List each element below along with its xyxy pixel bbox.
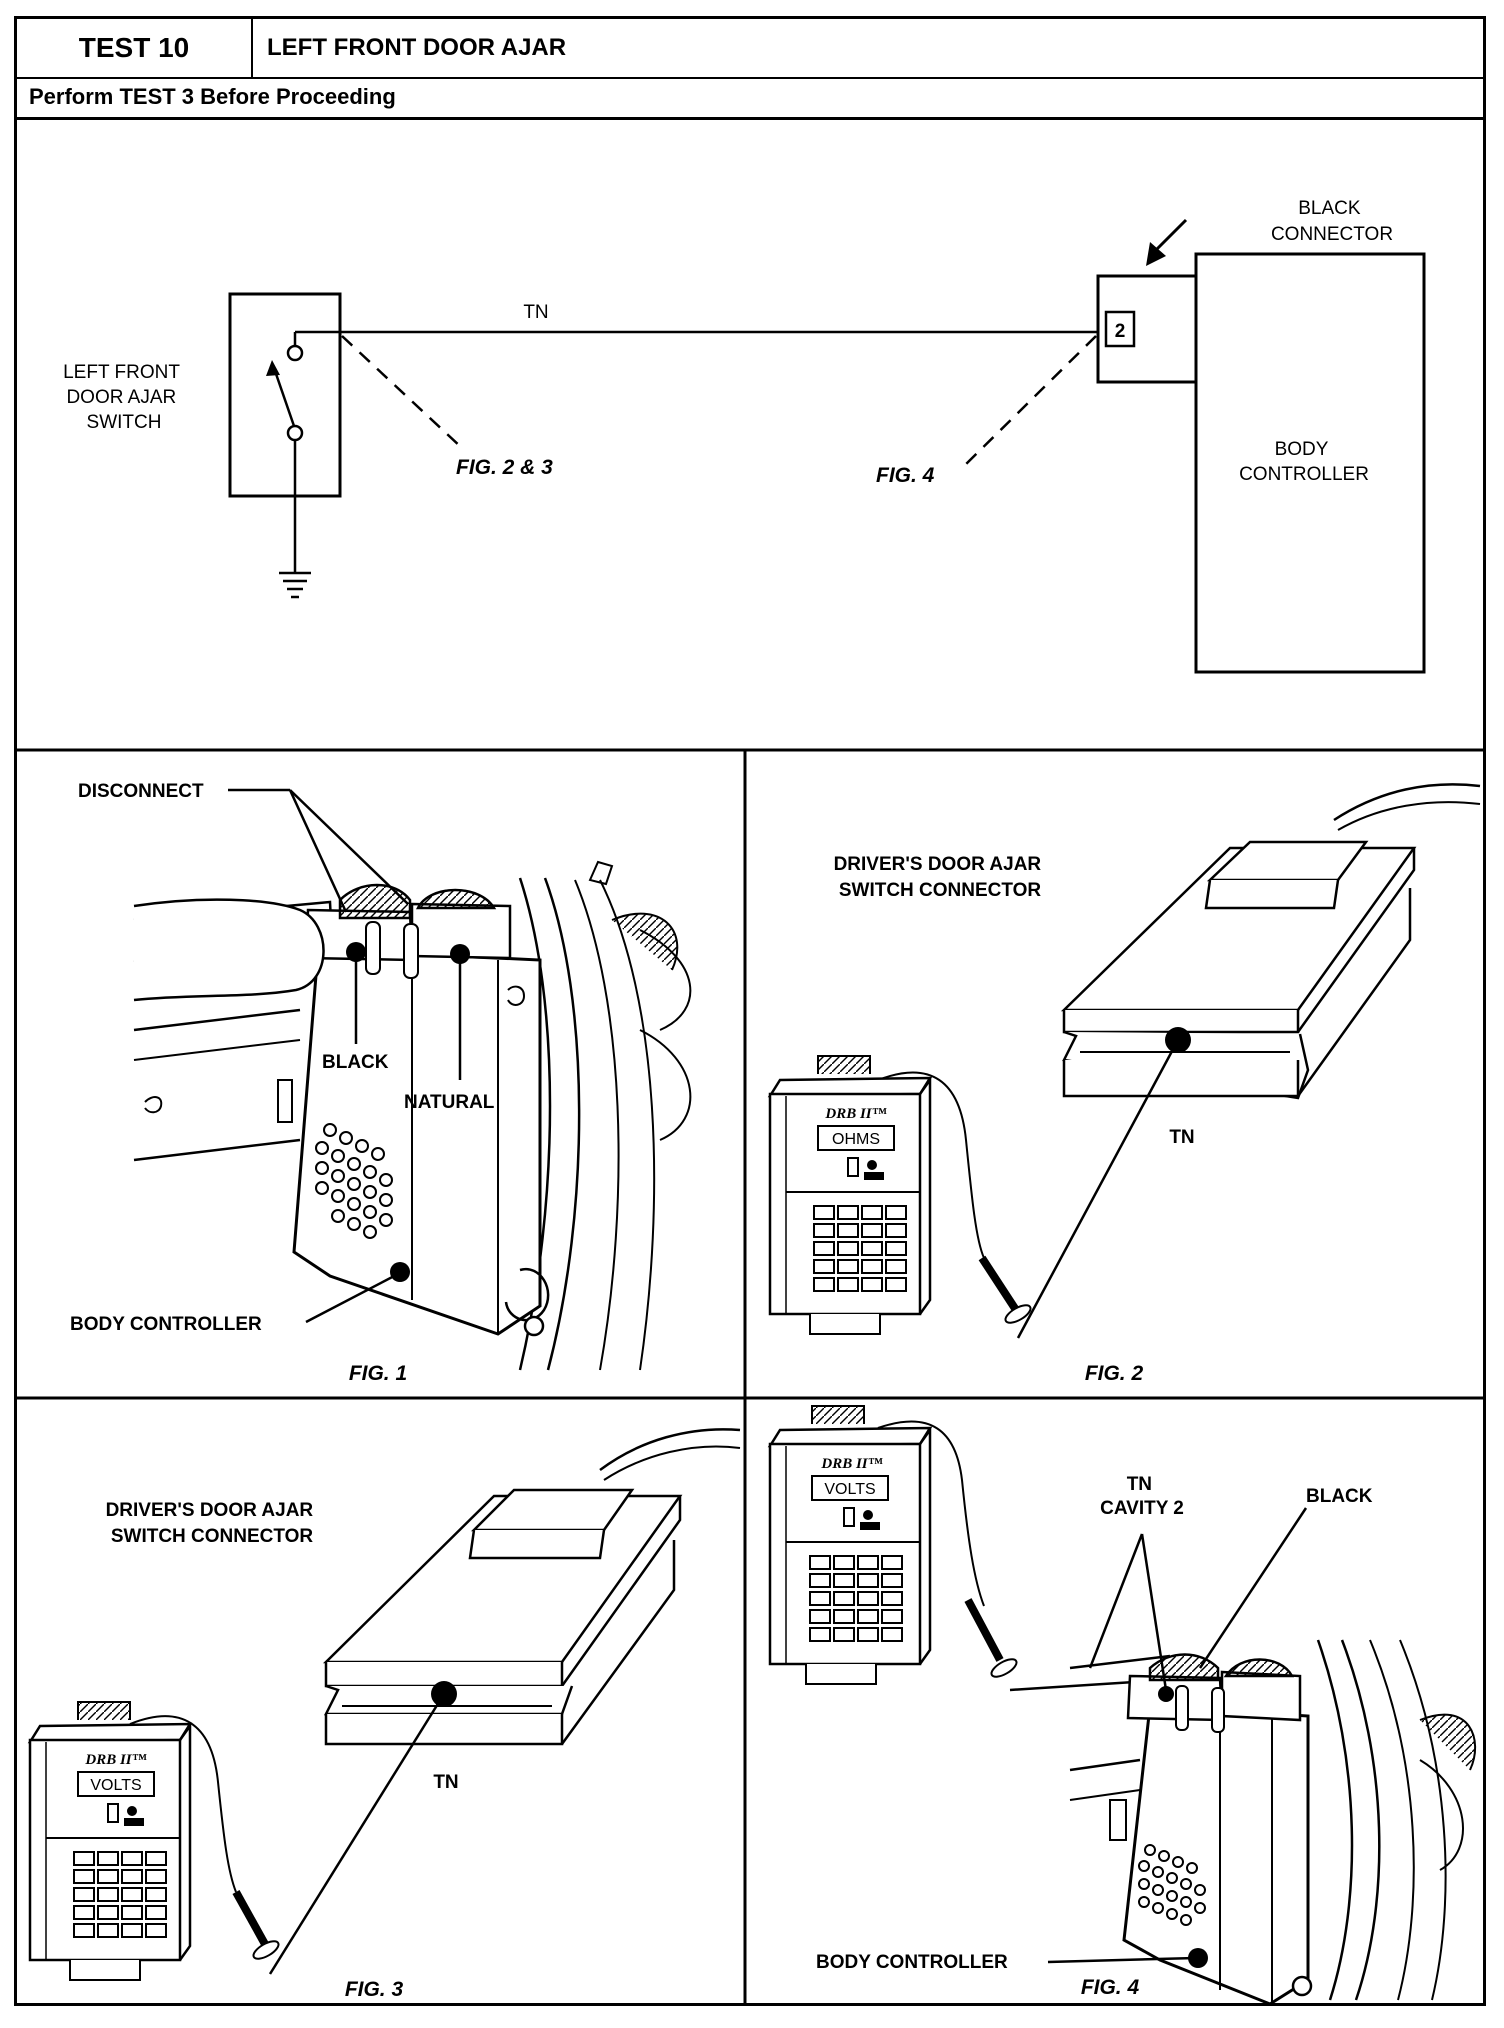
fig4-black-connector-pic (1148, 1653, 1220, 1682)
connector-arrow (1154, 218, 1188, 252)
black-connector-pic (338, 883, 412, 920)
fig4-caption: FIG. 4 (1081, 1976, 1140, 1999)
fig23-dashed-leader (341, 335, 463, 449)
fig23-reference: FIG. 2 & 3 (456, 456, 553, 479)
fig4-black-label: BLACK (1306, 1486, 1373, 1507)
fig3-caption: FIG. 3 (345, 1978, 404, 2001)
wire-color-label: TN (523, 302, 548, 323)
figure-1: DISCONNECT BLACK NATURAL BODY CONTROLLER… (70, 781, 692, 1385)
connector-label: BLACK CONNECTOR (1271, 198, 1393, 245)
fig4-reference: FIG. 4 (876, 464, 935, 487)
fig4-body-controller-dot (1188, 1948, 1208, 1968)
header-row: TEST 10 LEFT FRONT DOOR AJAR (17, 19, 1483, 79)
fig2-connector-label: DRIVER'S DOOR AJAR SWITCH CONNECTOR (834, 854, 1047, 901)
fig1-caption: FIG. 1 (349, 1362, 407, 1385)
fig3-connector-label: DRIVER'S DOOR AJAR SWITCH CONNECTOR (106, 1500, 319, 1547)
body-controller-dot (390, 1262, 410, 1282)
switch-blade (272, 367, 296, 427)
ground-icon (279, 571, 311, 599)
instruction-row: Perform TEST 3 Before Proceeding (17, 77, 1483, 120)
fig2-drb-tester: DRB II™ OHMS (767, 1055, 933, 1335)
test-number: TEST 10 (17, 19, 253, 77)
disconnect-label: DISCONNECT (78, 781, 204, 802)
page-frame: TEST 10 LEFT FRONT DOOR AJAR Perform TES… (14, 16, 1486, 2006)
fig3-brand: DRB II™ (84, 1752, 146, 1768)
fig3-display: VOLTS (90, 1777, 141, 1794)
fig2-brand: DRB II™ (824, 1106, 886, 1122)
figure-3: DRIVER'S DOOR AJAR SWITCH CONNECTOR TN D… (27, 1428, 741, 2001)
body-controller-box (1194, 252, 1426, 674)
pin-box (1104, 310, 1136, 348)
fig4-cavity-label: TN CAVITY 2 (1100, 1474, 1184, 1519)
natural-label: NATURAL (404, 1092, 495, 1113)
arrow-head-icon (1146, 242, 1166, 266)
controller-label: BODY CONTROLLER (1239, 439, 1369, 485)
fig4-dashed-leader (959, 335, 1097, 471)
fig4-body-controller-label: BODY CONTROLLER (816, 1952, 1008, 1973)
natural-connector-pic (415, 888, 497, 910)
fig2-caption: FIG. 2 (1085, 1362, 1144, 1385)
schematic: LEFT FRONT DOOR AJAR SWITCH TN 2 BODY CO… (63, 198, 1426, 674)
switch-contact-top (286, 344, 304, 362)
figure-4: DRB II™ VOLTS (767, 1405, 1477, 2006)
body-controller-label: BODY CONTROLLER (70, 1314, 262, 1335)
figure-2: DRIVER'S DOOR AJAR SWITCH CONNECTOR TN D… (767, 783, 1481, 1385)
fig3-drb-tester: DRB II™ VOLTS (27, 1701, 193, 1981)
pin-number: 2 (1115, 321, 1126, 342)
fig3-wire-label: TN (433, 1772, 458, 1793)
fig4-display: VOLTS (824, 1481, 875, 1498)
fig2-wire-label: TN (1169, 1127, 1194, 1148)
fig4-drb-tester: DRB II™ VOLTS (767, 1405, 933, 1685)
black-label: BLACK (322, 1052, 389, 1073)
switch-box (228, 292, 342, 498)
fig4-brand: DRB II™ (820, 1456, 882, 1472)
test-title: LEFT FRONT DOOR AJAR (267, 34, 567, 61)
switch-contact-bottom (286, 424, 304, 442)
switch-arrow-icon (266, 360, 280, 376)
switch-label: LEFT FRONT DOOR AJAR SWITCH (63, 362, 185, 433)
fig2-display: OHMS (832, 1131, 880, 1148)
instruction-text: Perform TEST 3 Before Proceeding (29, 84, 396, 109)
